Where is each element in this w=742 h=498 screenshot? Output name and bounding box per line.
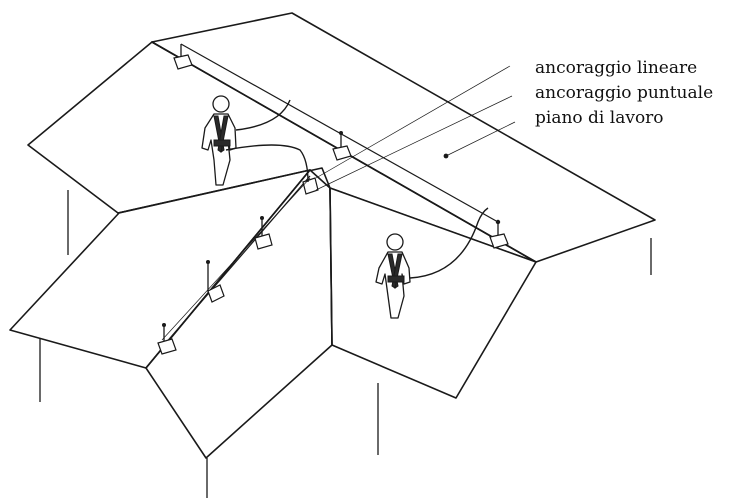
wing-lifeline bbox=[157, 175, 319, 355]
building-posts bbox=[39, 190, 652, 498]
guide-lines bbox=[161, 65, 516, 341]
wing-anchor-plate-3 bbox=[157, 338, 177, 355]
wing-anchor-plate-1 bbox=[254, 233, 273, 250]
ridge-anchor-plate-1 bbox=[173, 54, 193, 70]
worker-upper bbox=[201, 95, 237, 186]
roof bbox=[9, 12, 656, 459]
ridge-anchor-plate-3 bbox=[489, 233, 509, 249]
legend-linear-anchor: ancoraggio lineare bbox=[535, 58, 698, 78]
ridge-anchor-plate-2 bbox=[332, 145, 352, 161]
legend-work-plane: piano di lavoro bbox=[535, 108, 664, 128]
wing-anchor-plate-2 bbox=[207, 284, 225, 303]
lanyards bbox=[225, 99, 489, 279]
ridge-lifeline bbox=[173, 43, 509, 249]
legend-point-anchor: ancoraggio puntuale bbox=[535, 83, 714, 103]
worker-right bbox=[375, 233, 411, 319]
